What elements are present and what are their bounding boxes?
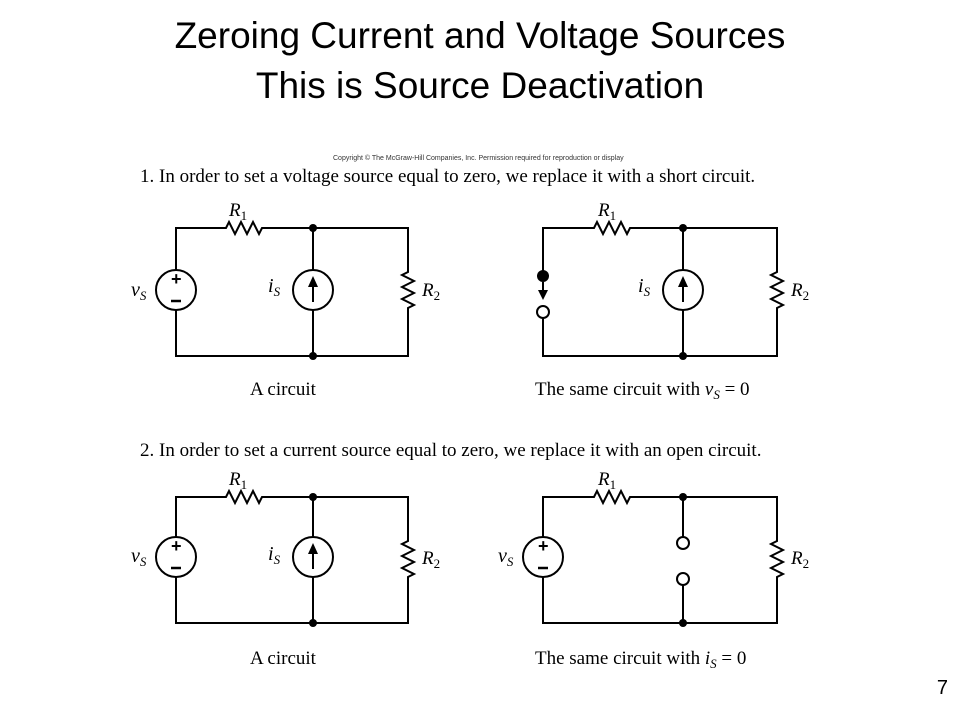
voltage-source	[154, 267, 198, 312]
circuit-bottom-right: R1 R2 vS The same circuit with iS = 0	[498, 469, 809, 671]
short-terminal-top	[537, 270, 549, 282]
label-r2: R2	[790, 548, 809, 571]
resistor-r2	[401, 267, 415, 313]
label-r1: R1	[228, 200, 247, 223]
current-source	[662, 269, 704, 311]
resistor-r1	[589, 221, 635, 235]
label-vs: vS	[131, 545, 147, 569]
label-r2: R2	[790, 280, 809, 303]
label-vs: vS	[131, 279, 147, 303]
label-is: iS	[268, 543, 281, 567]
caption-vs-zero: The same circuit with vS = 0	[535, 379, 750, 402]
resistor-r1	[589, 490, 635, 504]
label-r2: R2	[421, 548, 440, 571]
label-r1: R1	[228, 469, 247, 492]
page-number: 7	[936, 677, 948, 699]
open-terminal-top	[676, 536, 690, 550]
circuit-top-right: R1 R2 iS The same circuit with vS = 0	[535, 200, 809, 402]
caption-a-circuit-top: A circuit	[250, 379, 317, 400]
voltage-source	[521, 534, 565, 579]
slide-title-line2: This is Source Deactivation	[255, 65, 705, 106]
caption-a-circuit-bottom: A circuit	[250, 648, 317, 669]
step1-text: 1. In order to set a voltage source equa…	[140, 166, 755, 187]
open-terminal-bottom	[676, 572, 690, 586]
resistor-r2	[770, 267, 784, 313]
current-source	[292, 536, 334, 578]
label-r1: R1	[597, 469, 616, 492]
slide-title-line1: Zeroing Current and Voltage Sources	[174, 15, 786, 56]
caption-is-zero: The same circuit with iS = 0	[535, 648, 746, 671]
copyright-notice: Copyright © The McGraw-Hill Companies, I…	[333, 154, 624, 162]
resistor-r1	[221, 490, 267, 504]
label-vs: vS	[498, 545, 514, 569]
voltage-source	[154, 534, 198, 579]
label-is: iS	[268, 275, 281, 299]
step2-text: 2. In order to set a current source equa…	[140, 440, 761, 461]
current-source	[292, 269, 334, 311]
short-arrow	[538, 290, 548, 300]
short-terminal-bottom	[536, 305, 550, 319]
label-r2: R2	[421, 280, 440, 303]
resistor-r2	[401, 536, 415, 582]
circuit-bottom-left: R1 R2 vS iS A circuit	[131, 469, 440, 669]
resistor-r1	[221, 221, 267, 235]
resistor-r2	[770, 536, 784, 582]
label-is: iS	[638, 275, 651, 299]
circuit-top-left: R1 R2 vS iS A circuit	[131, 200, 440, 400]
label-r1: R1	[597, 200, 616, 223]
